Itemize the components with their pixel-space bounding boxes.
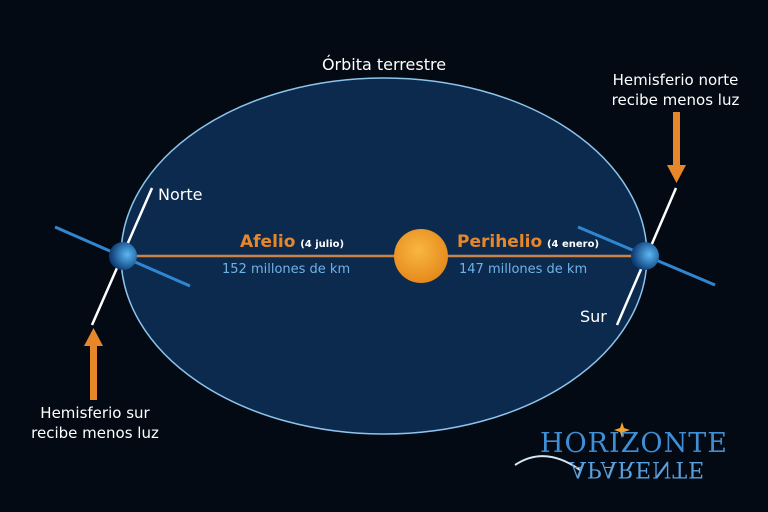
orbit-title: Órbita terrestre: [321, 55, 447, 74]
sun-icon: [394, 229, 448, 283]
aphelion-label: Afelio: [240, 232, 296, 252]
south-label: Sur: [580, 307, 607, 326]
aphelion-distance: 152 millones de km: [222, 262, 351, 277]
logo-star-icon: [614, 422, 630, 438]
north-note-line1: Hemisferio norte: [612, 71, 739, 89]
aphelion-date: (4 julio): [300, 239, 345, 250]
north-note-line2: recibe menos luz: [611, 91, 740, 109]
north-hemisphere-note: Hemisferio norte recibe menos luz: [588, 70, 763, 110]
left-earth-icon: [109, 242, 137, 270]
arrow-up-icon: [84, 328, 103, 400]
arrow-down-icon: [667, 112, 686, 183]
logo-swoosh: [514, 455, 581, 471]
perihelion-distance: 147 millones de km: [459, 262, 588, 277]
north-label: Norte: [158, 185, 203, 204]
perihelion-label: Perihelio: [457, 232, 543, 252]
south-note-line2: recibe menos luz: [31, 424, 159, 442]
south-note-line1: Hemisferio sur: [40, 404, 150, 422]
perihelion-label-group: Perihelio (4 enero): [457, 232, 599, 252]
logo-line2: APARENTE: [570, 456, 706, 481]
south-hemisphere-note: Hemisferio sur recibe menos luz: [10, 403, 180, 443]
perihelion-date: (4 enero): [546, 239, 600, 250]
aphelion-label-group: Afelio (4 julio): [240, 232, 344, 252]
right-earth-icon: [631, 242, 659, 270]
logo-line1: HORIZONTE: [540, 428, 728, 459]
